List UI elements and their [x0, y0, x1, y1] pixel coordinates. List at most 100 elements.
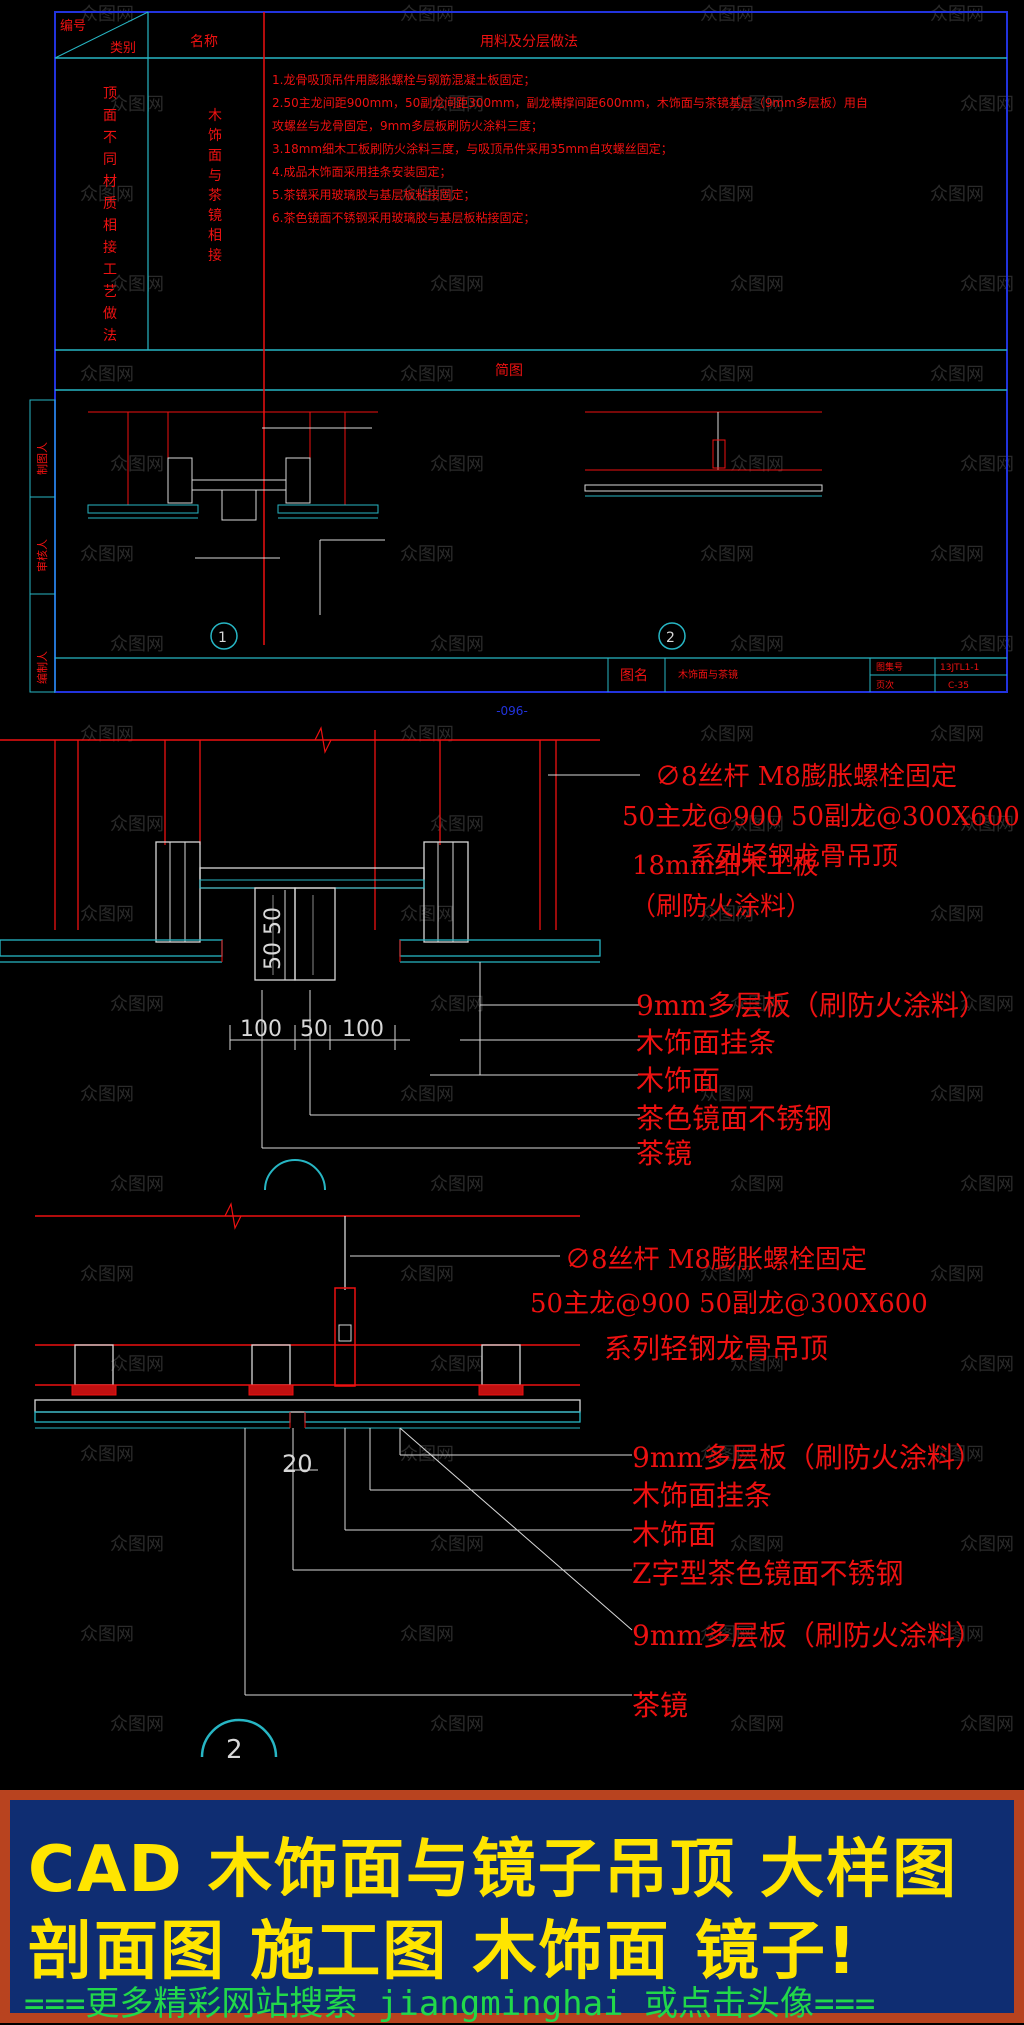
d1-callout-blockboard: 18mm细木工板: [632, 851, 818, 881]
watermark-text: 众图网: [80, 1084, 134, 1105]
watermark-text: 众图网: [80, 1264, 134, 1285]
name-text: 木饰面与茶镜相接: [208, 108, 222, 264]
watermark-text: 众图网: [930, 904, 984, 925]
watermark-text: 众图网: [730, 1534, 784, 1555]
detail-1-leaders: [261, 774, 640, 1149]
watermark-text: 众图网: [960, 814, 1014, 835]
title-label: 图名: [620, 668, 648, 684]
method-step: 4.成品木饰面采用挂条安装固定；: [272, 164, 451, 179]
watermark-text: 众图网: [700, 1264, 754, 1285]
watermark-text: 众图网: [80, 364, 134, 385]
watermark-text: 众图网: [700, 1444, 754, 1465]
watermark-text: 众图网: [430, 94, 484, 115]
d2-section-number: 2: [226, 1735, 243, 1765]
page-label: 页次: [876, 679, 894, 691]
dim-100-left: 100: [240, 1017, 282, 1042]
watermark-text: 众图网: [930, 1264, 984, 1285]
watermark-text: 众图网: [930, 4, 984, 25]
drawing-no-label: 图集号: [876, 661, 903, 673]
watermark-text: 众图网: [400, 184, 454, 205]
banner-search-hint: ===更多精彩网站搜索 jiangminghai 或点击头像===: [24, 1984, 876, 2024]
d2-dim-20: 20: [282, 1450, 313, 1478]
watermark-text: 众图网: [400, 544, 454, 565]
watermark-text: 众图网: [930, 1444, 984, 1465]
watermark-text: 众图网: [430, 1354, 484, 1375]
mini-detail-1-number: 1: [218, 630, 227, 646]
mini-detail-1: 1: [87, 411, 385, 650]
header-category: 类别: [110, 41, 136, 56]
watermark-text: 众图网: [930, 1624, 984, 1645]
watermark-text: 众图网: [430, 454, 484, 475]
category-text: 顶面不同材质相接工艺做法: [103, 86, 117, 344]
watermark-text: 众图网: [430, 1174, 484, 1195]
watermark-text: 众图网: [80, 184, 134, 205]
d1-callout-wood-veneer: 木饰面: [636, 1064, 720, 1097]
watermark-text: 众图网: [930, 184, 984, 205]
d2-callout-keel-spacing: 50主龙@900 50副龙@300X600: [530, 1289, 928, 1319]
watermark-text: 众图网: [400, 1624, 454, 1645]
banner-subtitle: 剖面图 施工图 木饰面 镜子!: [28, 1915, 859, 1989]
watermark-text: 众图网: [960, 1534, 1014, 1555]
method-step: 3.18mm细木工板刷防火涂料三度，与吸顶吊件采用35mm自攻螺丝固定；: [272, 141, 673, 156]
detail-2-leaders: [244, 1255, 633, 1696]
watermark-text: 众图网: [960, 454, 1014, 475]
method-step: 攻螺丝与龙骨固定，9mm多层板刷防火涂料三度；: [272, 118, 543, 133]
watermark-text: 众图网: [930, 1084, 984, 1105]
watermark-text: 众图网: [110, 454, 164, 475]
watermark-text: 众图网: [730, 274, 784, 295]
watermark-text: 众图网: [960, 94, 1014, 115]
method-steps: 1.龙骨吸顶吊件用膨胀螺栓与钢筋混凝土板固定； 2.50主龙间距900mm，50…: [272, 72, 868, 225]
watermark-text: 众图网: [960, 1354, 1014, 1375]
watermark-text: 众图网: [730, 1174, 784, 1195]
d2-callout-z-steel: Z字型茶色镜面不锈钢: [632, 1557, 903, 1590]
d1-callout-keel-spacing: 50主龙@900 50副龙@300X600: [622, 802, 1020, 832]
watermark-text: 众图网: [110, 1354, 164, 1375]
watermark-text: 众图网: [400, 4, 454, 25]
watermark-text: 众图网: [930, 724, 984, 745]
detail-1: 100 50 100 50 50 ∅8丝杆 M8膨胀螺栓固定 50主龙@900 …: [0, 726, 1020, 1191]
watermark-text: 众图网: [700, 724, 754, 745]
d1-callout-plywood: 9mm多层板（刷防火涂料）: [636, 989, 987, 1022]
watermark-text: 众图网: [430, 1534, 484, 1555]
d2-callout-plywood-1: 9mm多层板（刷防火涂料）: [632, 1441, 983, 1474]
d2-callout-rod: ∅8丝杆 M8膨胀螺栓固定: [565, 1245, 867, 1275]
side-label-drafter: 制图人: [36, 442, 49, 475]
page-number: -096-: [496, 704, 528, 718]
d2-callout-tea-mirror: 茶镜: [632, 1689, 688, 1722]
watermark-text: 众图网: [700, 1624, 754, 1645]
d1-callout-hanging-strip: 木饰面挂条: [636, 1026, 776, 1059]
watermark-text: 众图网: [730, 1714, 784, 1735]
watermark-text: 众图网: [110, 94, 164, 115]
watermark-text: 众图网: [700, 184, 754, 205]
watermark-text: 众图网: [110, 994, 164, 1015]
method-step: 2.50主龙间距900mm，50副龙间距300mm，副龙横撑间距600mm，木饰…: [272, 95, 868, 110]
method-step: 1.龙骨吸顶吊件用膨胀螺栓与钢筋混凝土板固定；: [272, 72, 535, 87]
watermark-layer: 众图网众图网众图网众图网众图网众图网众图网众图网众图网众图网众图网众图网众图网众…: [80, 4, 1014, 1735]
side-label-reviewer: 审核人: [35, 539, 49, 572]
watermark-text: 众图网: [700, 4, 754, 25]
watermark-text: 众图网: [430, 814, 484, 835]
watermark-text: 众图网: [430, 274, 484, 295]
watermark-text: 众图网: [80, 904, 134, 925]
watermark-text: 众图网: [400, 364, 454, 385]
watermark-text: 众图网: [400, 904, 454, 925]
mini-detail-2: 2: [584, 411, 823, 650]
watermark-text: 众图网: [80, 544, 134, 565]
watermark-text: 众图网: [730, 454, 784, 475]
watermark-text: 众图网: [930, 544, 984, 565]
title-value: 木饰面与茶镜: [678, 668, 738, 681]
promo-banner-panel: CAD 木饰面与镜子吊顶 大样图 剖面图 施工图 木饰面 镜子! ===更多精彩…: [10, 1800, 1014, 2024]
dim-50: 50: [300, 1017, 328, 1042]
d2-callout-wood-veneer: 木饰面: [632, 1518, 716, 1551]
method-step: 6.茶色镜面不锈钢采用玻璃胶与基层板粘接固定；: [272, 210, 535, 225]
method-step: 5.茶镜采用玻璃胶与基层板粘接固定；: [272, 187, 475, 202]
watermark-text: 众图网: [930, 364, 984, 385]
watermark-text: 众图网: [730, 94, 784, 115]
watermark-text: 众图网: [110, 1534, 164, 1555]
watermark-text: 众图网: [700, 1084, 754, 1105]
d1-callout-rod: ∅8丝杆 M8膨胀螺栓固定: [655, 762, 957, 792]
dim-50-vertical-1: 50: [261, 907, 286, 935]
watermark-text: 众图网: [960, 994, 1014, 1015]
watermark-text: 众图网: [700, 904, 754, 925]
